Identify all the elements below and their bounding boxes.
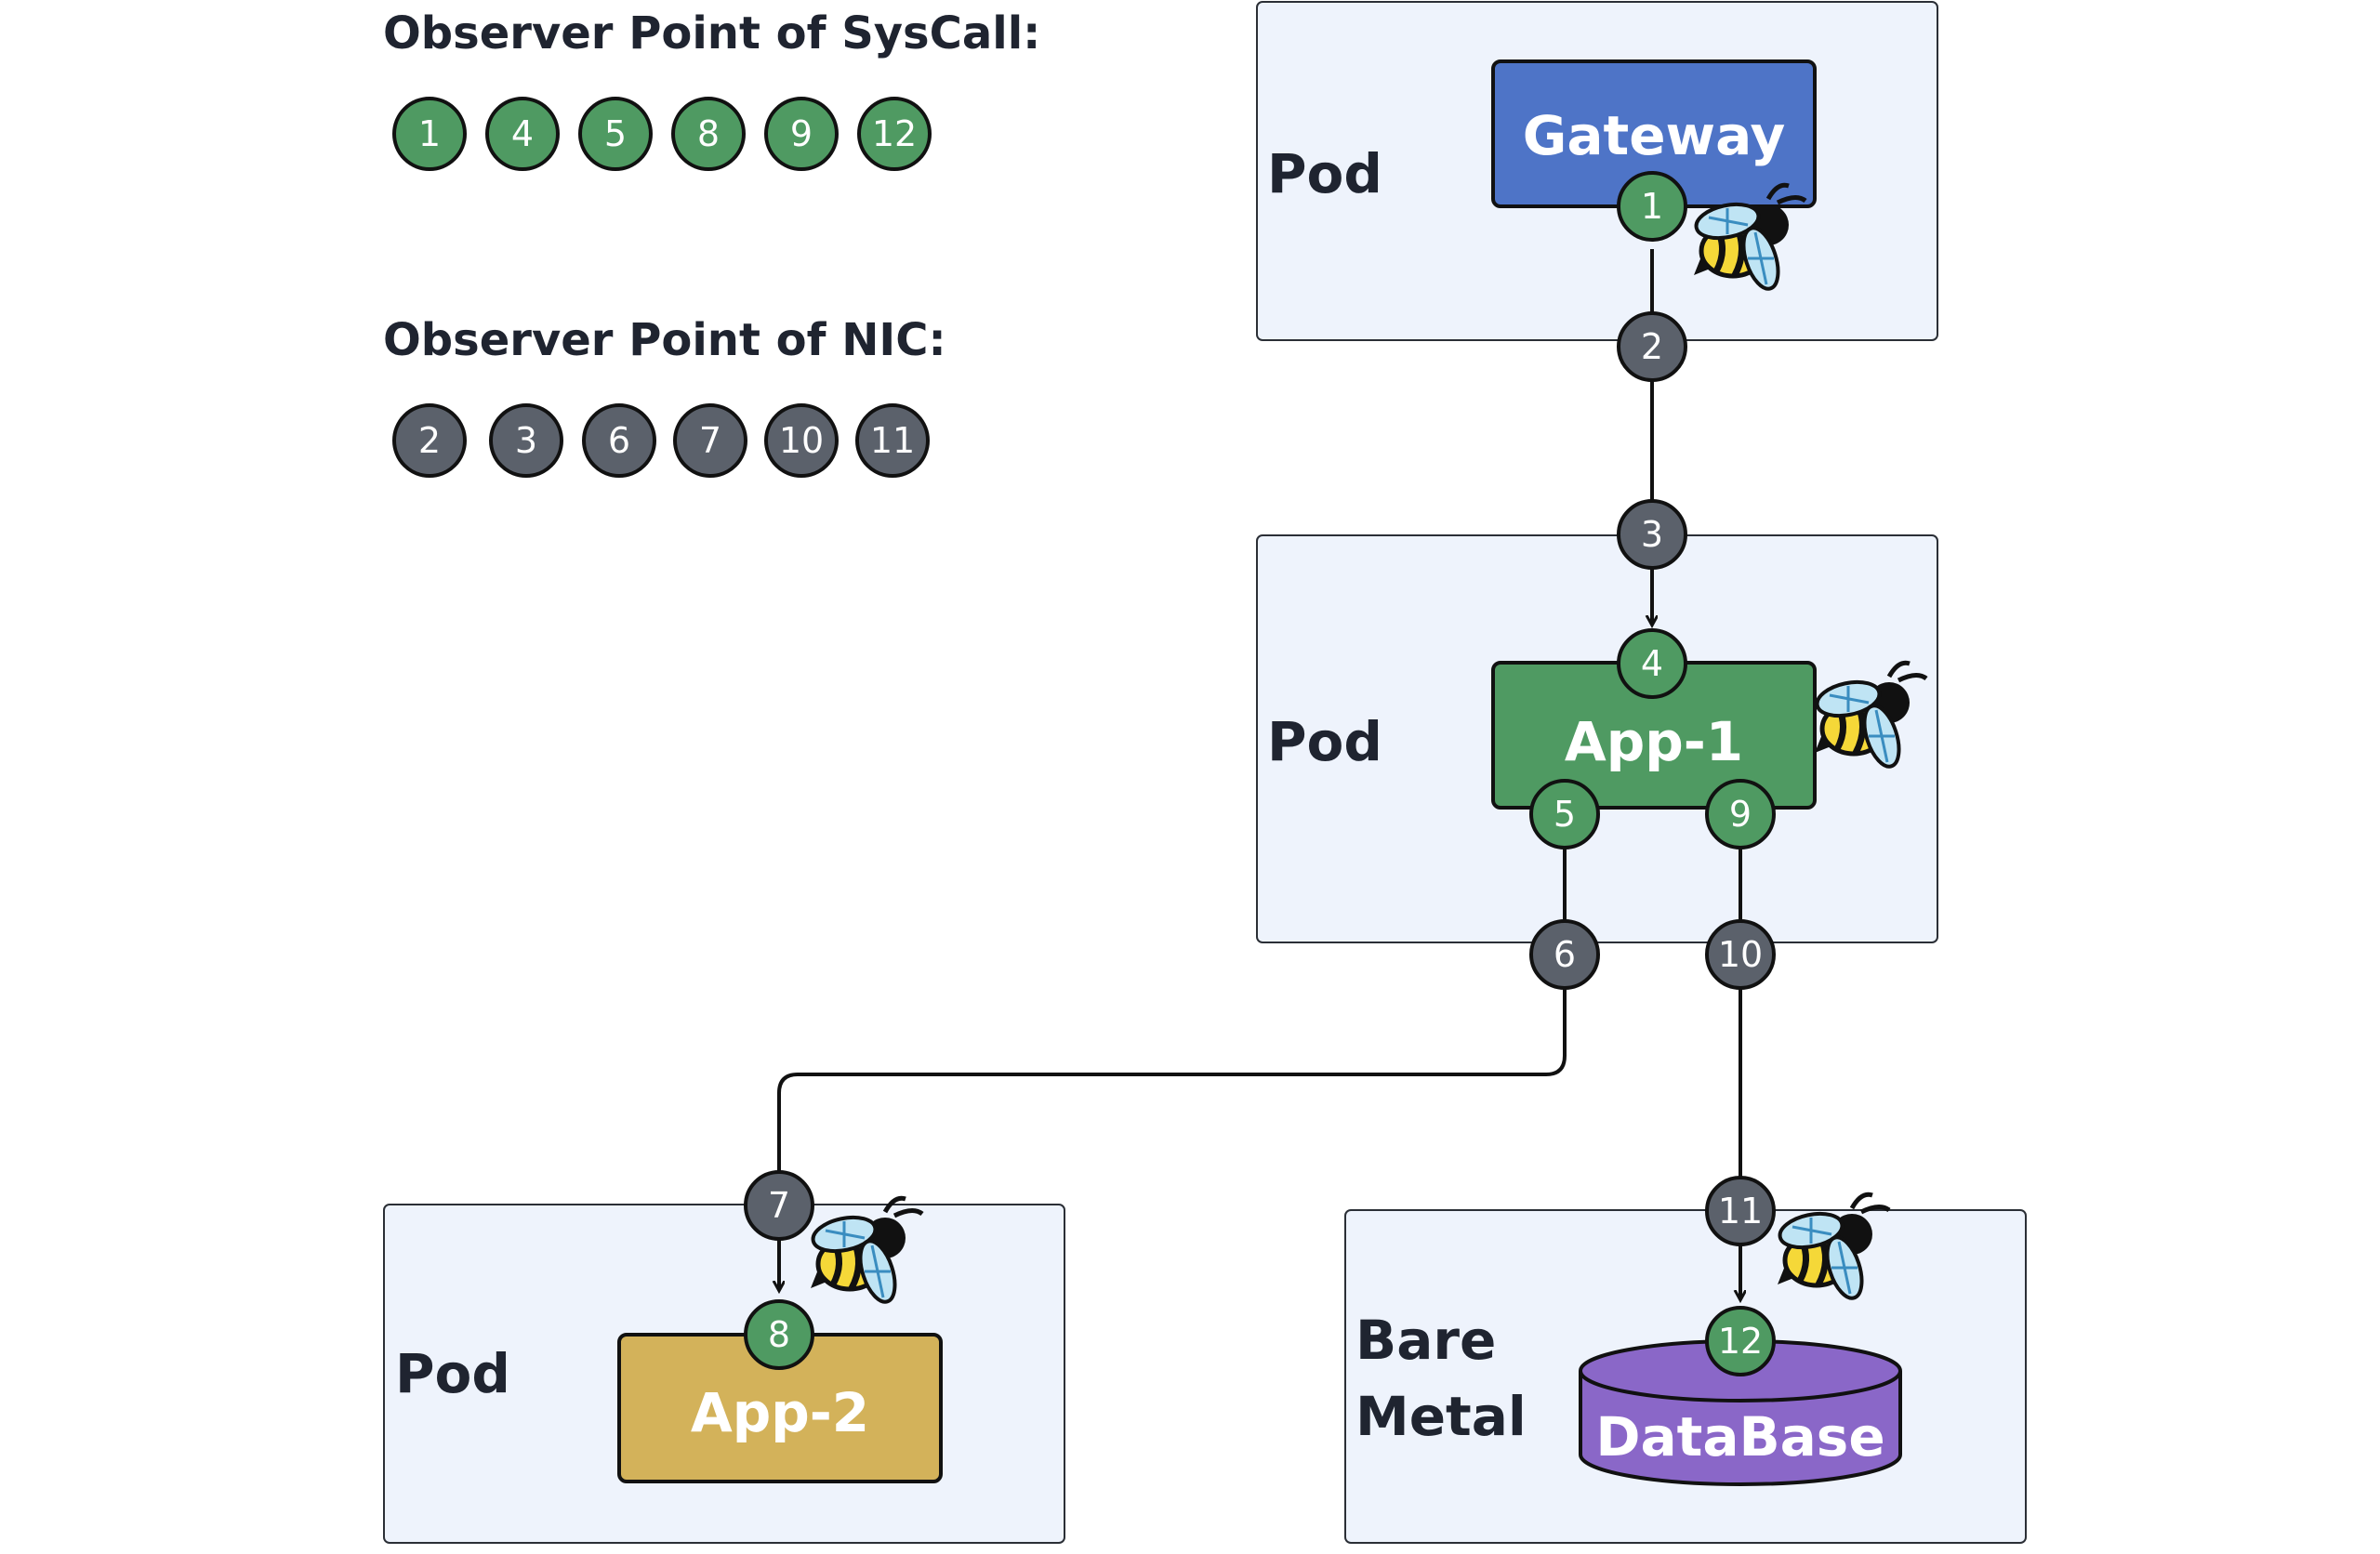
badge-number: 2 bbox=[1641, 326, 1663, 367]
badge-circle bbox=[1705, 1176, 1776, 1246]
badge-number: 9 bbox=[790, 113, 813, 154]
database-label: DataBase bbox=[1595, 1405, 1884, 1468]
badge-circle bbox=[578, 97, 653, 171]
badge-circle bbox=[764, 97, 839, 171]
badge-number: 12 bbox=[1718, 1321, 1763, 1362]
badge-circle bbox=[857, 97, 932, 171]
edge-app1-to-app2 bbox=[777, 987, 1567, 1173]
gateway-label: Gateway bbox=[1523, 104, 1786, 167]
legend-syscall-badge: 8 bbox=[671, 97, 746, 171]
legend-nic-badge: 3 bbox=[489, 403, 563, 478]
badge-number: 10 bbox=[779, 420, 824, 461]
legend-nic-badge: 10 bbox=[764, 403, 839, 478]
badge-circle bbox=[1617, 311, 1687, 382]
badge-number: 4 bbox=[511, 113, 534, 154]
observer-point-10: 10 bbox=[1705, 919, 1776, 990]
app1-pod-label: Pod bbox=[1267, 710, 1382, 773]
gateway-pod-label: Pod bbox=[1267, 142, 1382, 205]
legend-nic-title: Observer Point of NIC: bbox=[383, 314, 946, 366]
badge-circle bbox=[1617, 171, 1687, 242]
badge-circle bbox=[744, 1170, 814, 1241]
app2-label: App-2 bbox=[691, 1381, 869, 1444]
badge-number: 5 bbox=[1554, 794, 1576, 835]
badge-circle bbox=[744, 1299, 814, 1370]
legend-syscall-badge: 9 bbox=[764, 97, 839, 171]
observer-point-9: 9 bbox=[1705, 779, 1776, 849]
db-host-label-line2: Metal bbox=[1355, 1385, 1527, 1448]
badge-circle bbox=[489, 403, 563, 478]
badge-number: 1 bbox=[418, 113, 441, 154]
legend-nic-badge: 6 bbox=[582, 403, 656, 478]
badge-circle bbox=[1529, 779, 1600, 849]
badge-circle bbox=[392, 403, 467, 478]
badge-circle bbox=[1705, 1306, 1776, 1376]
badge-circle bbox=[1617, 499, 1687, 570]
badge-circle bbox=[1617, 628, 1687, 699]
legend-syscall-points: 1 4 5 8 9 12 bbox=[392, 97, 932, 171]
badge-number: 2 bbox=[418, 420, 441, 461]
legend-syscall-badge: 12 bbox=[857, 97, 932, 171]
badge-number: 11 bbox=[870, 420, 915, 461]
badge-number: 5 bbox=[604, 113, 627, 154]
app1-label: App-1 bbox=[1565, 710, 1743, 773]
badge-number: 3 bbox=[1641, 514, 1663, 555]
observer-point-5: 5 bbox=[1529, 779, 1600, 849]
badge-number: 3 bbox=[515, 420, 537, 461]
badge-circle bbox=[1705, 779, 1776, 849]
legend-nic-points: 2 3 6 7 10 11 bbox=[392, 403, 930, 478]
badge-circle bbox=[673, 403, 747, 478]
observer-point-7: 7 bbox=[744, 1170, 814, 1241]
badge-number: 1 bbox=[1641, 186, 1663, 227]
legend-syscall-badge: 1 bbox=[392, 97, 467, 171]
app2-pod-label: Pod bbox=[395, 1342, 510, 1405]
badge-number: 8 bbox=[697, 113, 720, 154]
legend-nic-badge: 2 bbox=[392, 403, 467, 478]
observer-point-12: 12 bbox=[1705, 1306, 1776, 1376]
observer-point-1: 1 bbox=[1617, 171, 1687, 242]
legend-nic-badge: 11 bbox=[855, 403, 930, 478]
badge-number: 12 bbox=[872, 113, 917, 154]
badge-number: 4 bbox=[1641, 643, 1663, 684]
badge-circle bbox=[671, 97, 746, 171]
badge-number: 8 bbox=[768, 1314, 790, 1355]
legend-syscall-badge: 5 bbox=[578, 97, 653, 171]
badge-number: 9 bbox=[1729, 794, 1752, 835]
badge-circle bbox=[1529, 919, 1600, 990]
badge-circle bbox=[582, 403, 656, 478]
badge-number: 7 bbox=[768, 1185, 790, 1226]
observer-point-2: 2 bbox=[1617, 311, 1687, 382]
badge-number: 10 bbox=[1718, 934, 1763, 975]
observer-point-4: 4 bbox=[1617, 628, 1687, 699]
badge-number: 6 bbox=[608, 420, 630, 461]
badge-number: 7 bbox=[699, 420, 721, 461]
db-host-label-line1: Bare bbox=[1355, 1309, 1496, 1372]
legend-syscall-badge: 4 bbox=[485, 97, 560, 171]
observer-point-3: 3 bbox=[1617, 499, 1687, 570]
badge-circle bbox=[764, 403, 839, 478]
badge-number: 6 bbox=[1554, 934, 1576, 975]
badge-number: 11 bbox=[1718, 1191, 1763, 1231]
badge-circle bbox=[485, 97, 560, 171]
badge-circle bbox=[855, 403, 930, 478]
badge-circle bbox=[392, 97, 467, 171]
observer-point-8: 8 bbox=[744, 1299, 814, 1370]
observer-point-6: 6 bbox=[1529, 919, 1600, 990]
observer-point-11: 11 bbox=[1705, 1176, 1776, 1246]
legend-syscall-title: Observer Point of SysCall: bbox=[383, 7, 1040, 59]
legend-nic-badge: 7 bbox=[673, 403, 747, 478]
badge-circle bbox=[1705, 919, 1776, 990]
